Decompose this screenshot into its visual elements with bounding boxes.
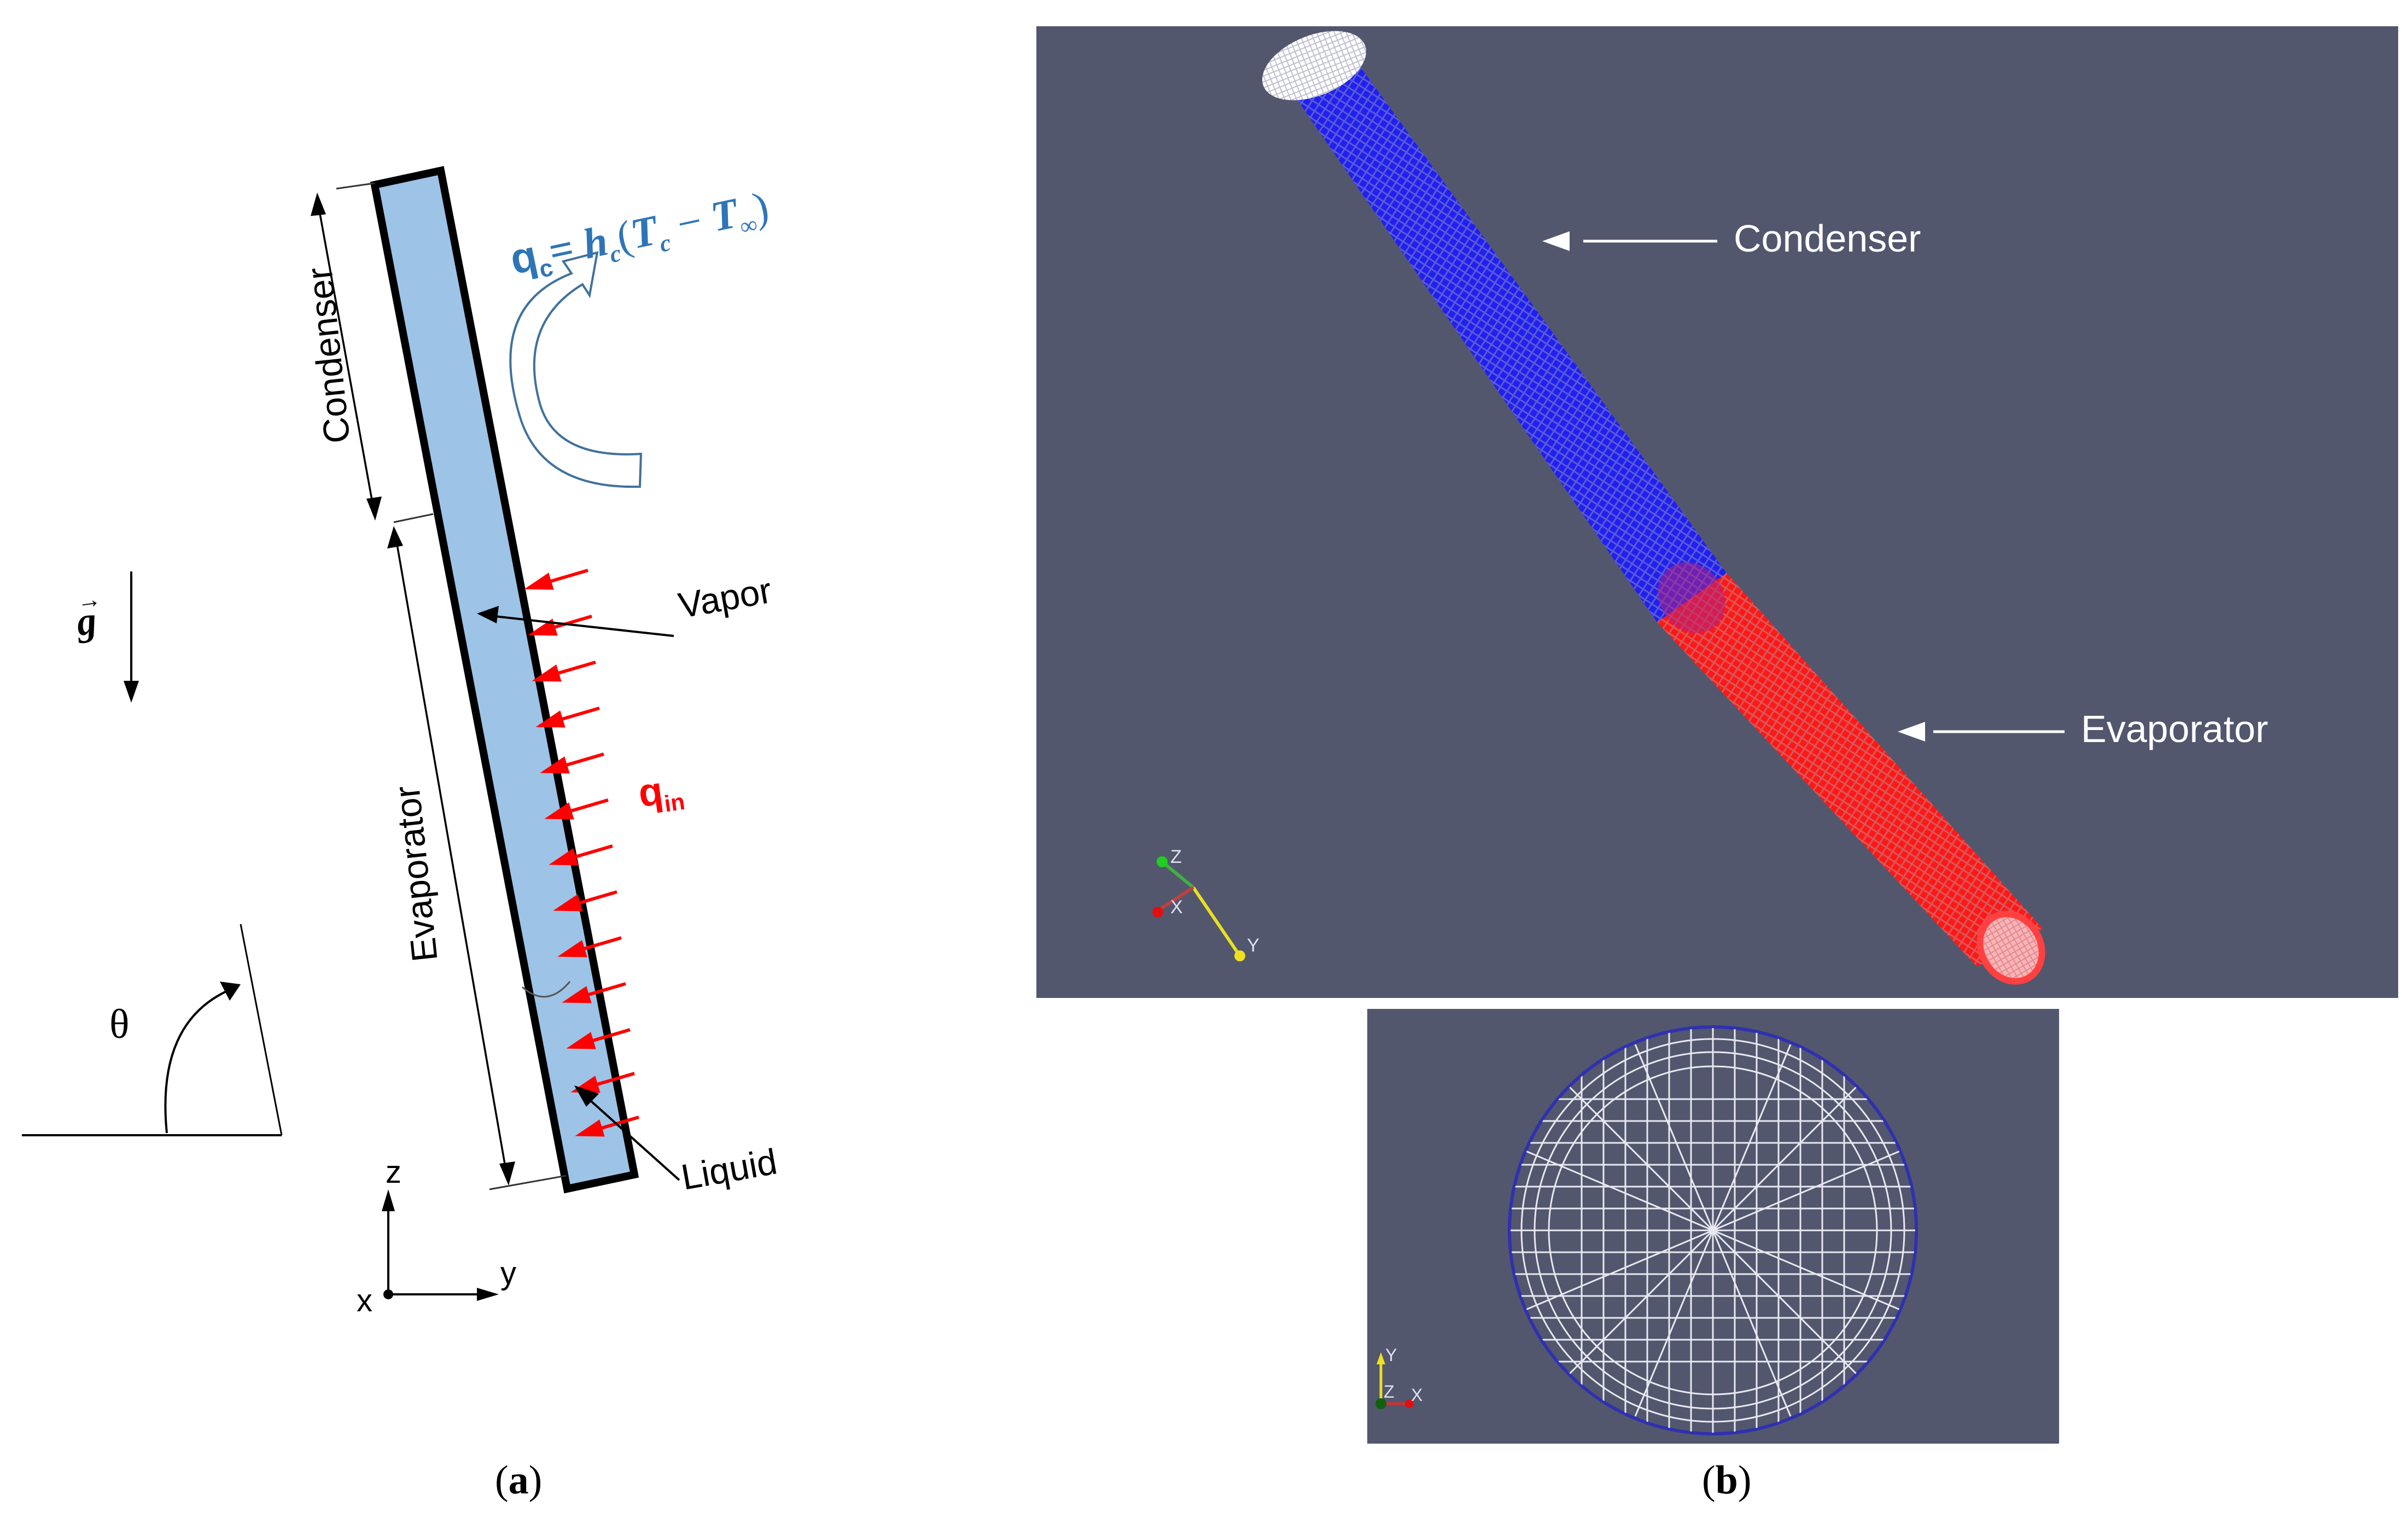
axis-2d-y-label: Y: [1385, 1345, 1397, 1365]
axis-x-label: x: [357, 1283, 372, 1318]
heat-in-subscript: in: [662, 788, 687, 817]
axis-2d-x-label: X: [1411, 1385, 1423, 1405]
condenser-callout-arrow: [1542, 231, 1717, 251]
caption-a-letter: a: [508, 1458, 529, 1503]
heat-input-arrows: [524, 569, 639, 1137]
condenser-dimension-arrow: [311, 192, 382, 521]
vapor-pointer: [477, 606, 674, 637]
axis-3d-y-label: Y: [1247, 935, 1260, 956]
mesh-3d-render: [1152, 31, 2065, 985]
vector-arrow-icon: →: [75, 585, 103, 615]
angle-theta-label: θ: [109, 1001, 130, 1047]
axis-y-marker: [1234, 950, 1245, 961]
caption-b: (b): [1702, 1458, 1752, 1503]
axis-3d-x-label: X: [1170, 897, 1183, 918]
axis-2d-z-label: Z: [1384, 1382, 1395, 1402]
condenser-mesh: [1280, 54, 1727, 622]
mesh-3d-view: Condenser Evaporator Z Y X: [1036, 26, 2398, 998]
axis-y-label: y: [500, 1256, 516, 1291]
dim-leader-mid: [393, 513, 434, 523]
panel-a: Condenser Evaporator Vapor Liquid → g θ …: [0, 0, 930, 1518]
gravity-arrow: [124, 571, 139, 703]
axis-3d-z-label: Z: [1170, 846, 1182, 867]
inclination-angle-indicator: [22, 924, 283, 1136]
axis-x-marker: [1152, 907, 1163, 918]
mesh-cross-section-view: Y Z X: [1367, 1009, 2059, 1444]
evaporator-mesh: [1657, 573, 2043, 967]
evaporator-callout-label: Evaporator: [2081, 708, 2269, 750]
coordinate-axes: [382, 1189, 499, 1301]
orientation-axes-2d: [1375, 1352, 1414, 1409]
liquid-pointer: [574, 1085, 680, 1181]
heat-pipe-schematic: [22, 166, 680, 1301]
orientation-axes-3d: [1152, 856, 1245, 961]
caption-b-letter: b: [1715, 1458, 1738, 1503]
heat-pipe-tube: [370, 166, 639, 1194]
dim-leader-top: [336, 182, 375, 190]
evaporator-callout-arrow: [1898, 722, 2065, 742]
convection-curved-arrow: [509, 251, 643, 488]
pipe-boundary: [1508, 1025, 1918, 1435]
cross-section-mesh: [1375, 1025, 1918, 1435]
dim-leader-bottom: [489, 1175, 567, 1190]
top-end-cap: [1262, 31, 1366, 101]
axis-z-marker: [1157, 856, 1168, 867]
caption-a: (a): [495, 1458, 543, 1503]
condenser-callout-label: Condenser: [1734, 217, 1921, 260]
evaporator-dimension-arrow: [387, 526, 515, 1186]
axis-z-label: z: [386, 1154, 401, 1190]
heat-in-label: qin: [635, 766, 686, 821]
o-grid-mesh: [1511, 1028, 1915, 1433]
